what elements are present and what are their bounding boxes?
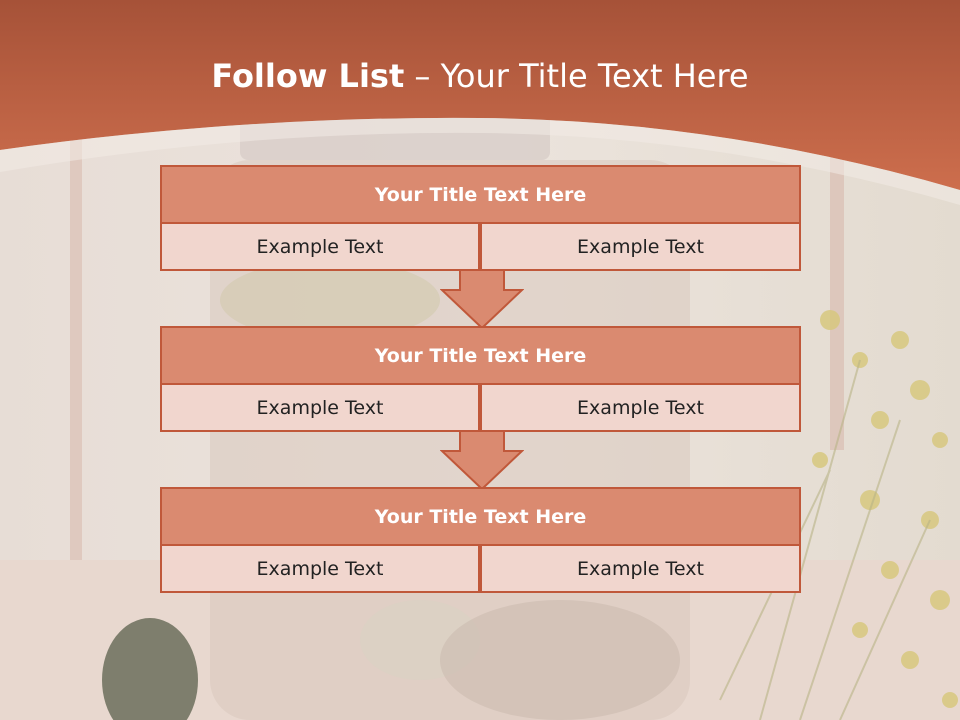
down-arrow-icon xyxy=(440,431,524,491)
block-cell-right: Example Text xyxy=(480,544,801,593)
slide-title: Follow List – Your Title Text Here xyxy=(0,52,960,100)
list-block: Your Title Text Here Example Text Exampl… xyxy=(160,165,801,271)
title-main: Follow List xyxy=(211,57,405,95)
block-title: Your Title Text Here xyxy=(160,487,801,546)
block-title: Your Title Text Here xyxy=(160,326,801,385)
block-cell-left: Example Text xyxy=(160,544,480,593)
list-block: Your Title Text Here Example Text Exampl… xyxy=(160,326,801,432)
block-cell-left: Example Text xyxy=(160,383,480,432)
block-cell-right: Example Text xyxy=(480,383,801,432)
block-cell-right: Example Text xyxy=(480,222,801,271)
down-arrow-icon xyxy=(440,270,524,330)
list-block: Your Title Text Here Example Text Exampl… xyxy=(160,487,801,593)
block-title: Your Title Text Here xyxy=(160,165,801,224)
title-subtitle: – Your Title Text Here xyxy=(404,57,749,95)
block-cell-left: Example Text xyxy=(160,222,480,271)
